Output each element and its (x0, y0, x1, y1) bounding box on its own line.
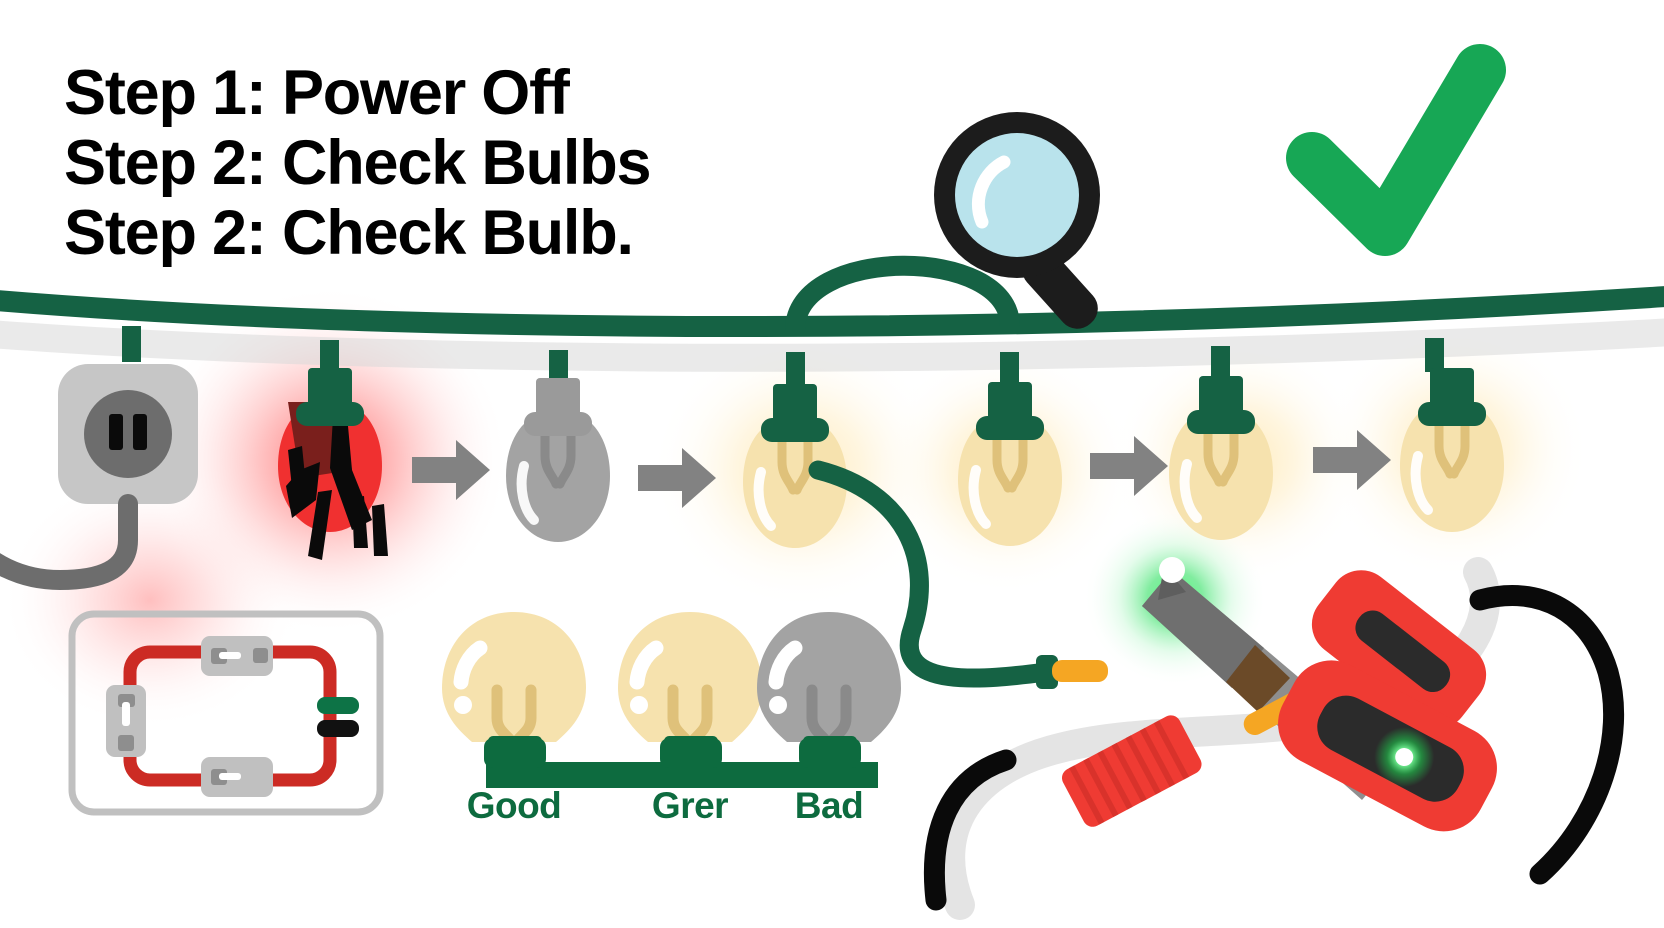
wire-tip-orange (1052, 660, 1108, 682)
headline-line-1: Step 1: Power Off (64, 58, 570, 128)
probe-cable-black-right (1469, 585, 1625, 885)
stem-1 (320, 340, 339, 374)
dangling-wire (808, 460, 1108, 689)
battery-terminal-positive (317, 697, 359, 714)
battery-terminal-negative (317, 720, 359, 737)
specimen-label-grer: Grer (651, 785, 729, 826)
cord-shadow (0, 318, 1664, 372)
specimen-rail (486, 762, 878, 788)
stem-6 (1425, 338, 1444, 372)
stem-5 (1211, 346, 1230, 380)
circuit-component-left (106, 685, 146, 757)
stem-4 (1000, 352, 1019, 386)
stem-outlet (122, 326, 141, 362)
magnifier-icon (934, 112, 1100, 329)
cord-arch (785, 255, 1020, 332)
outlet-cord (0, 494, 138, 591)
probe-body-lower (1278, 660, 1497, 832)
specimen-label-good: Good (466, 785, 562, 826)
bulb-failed (278, 368, 388, 560)
circuit-diagram-icon (68, 610, 384, 816)
circuit-component-top (201, 636, 273, 676)
cord-main (0, 286, 1664, 338)
red-glow-outlet (0, 470, 300, 730)
bulb-dead-1 (506, 378, 610, 542)
headline-line-3: Step 2: Check Bulb. (64, 198, 634, 268)
specimen-label-bad: Bad (794, 785, 864, 826)
probe-contact-point (1159, 557, 1185, 583)
stem-2 (549, 350, 568, 384)
magnifier-highlight (971, 155, 1011, 229)
checkmark-icon (1286, 44, 1506, 256)
wire-ferrule (1036, 655, 1058, 689)
circuit-panel-border (68, 610, 384, 816)
multimeter-probe-icon (923, 557, 1625, 920)
bulb-specimen-row (442, 612, 901, 788)
page-title: Step 1: Power Off Step 2: Check Bulbs St… (64, 58, 652, 268)
circuit-component-bottom (201, 757, 273, 797)
light-string-cord (0, 255, 1664, 372)
wall-outlet-icon (0, 364, 198, 591)
probe-led-core (1395, 748, 1414, 767)
probe-grip-red (1061, 715, 1202, 827)
headline-line-2: Step 2: Check Bulbs (64, 128, 652, 198)
socket-stems (122, 326, 1444, 386)
probe-cable-black-left (923, 749, 1017, 911)
stem-3 (786, 352, 805, 386)
probe-body-upper (1311, 570, 1487, 729)
